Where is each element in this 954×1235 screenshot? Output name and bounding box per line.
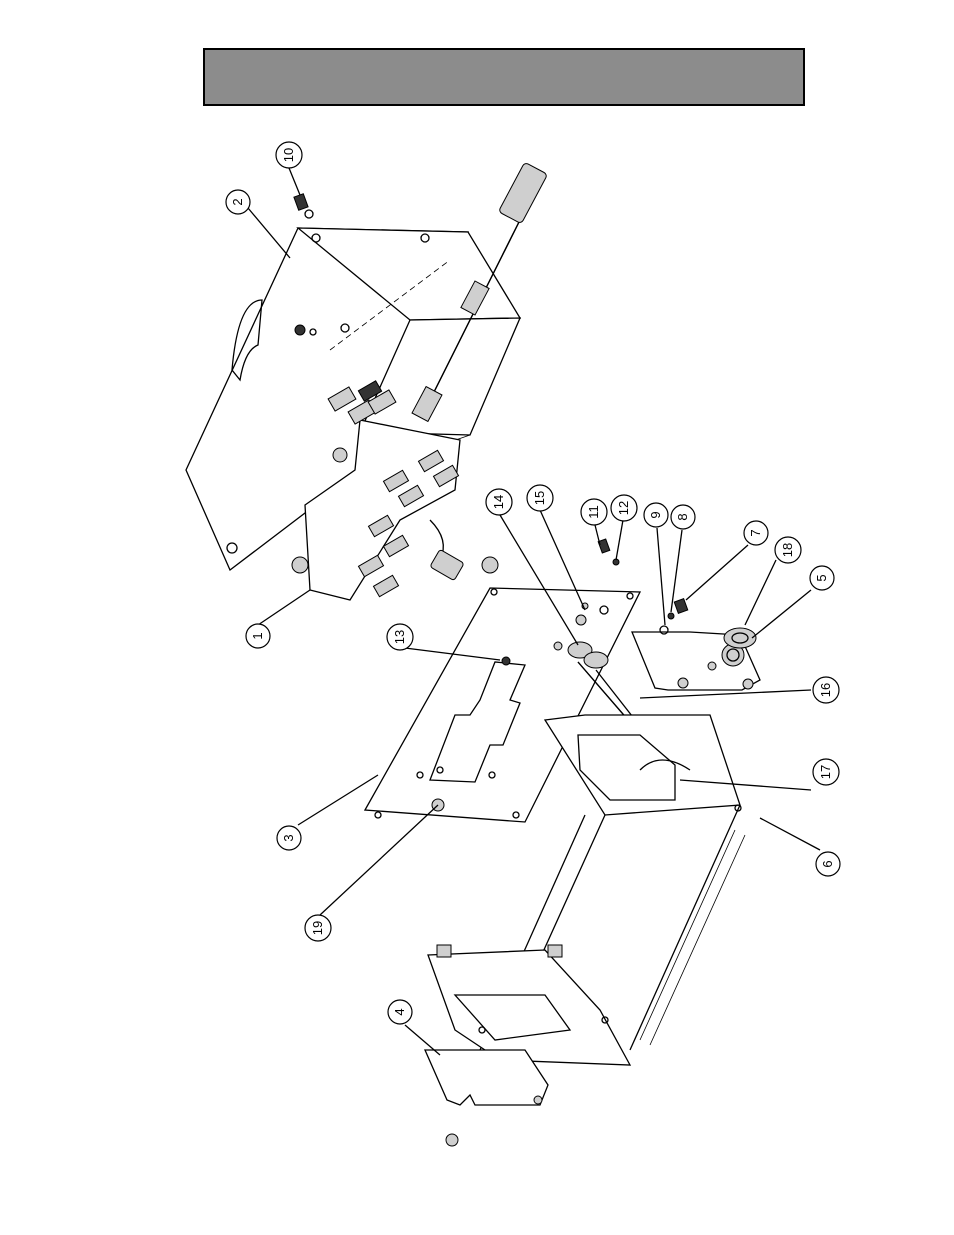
callout-9-label: 9	[648, 511, 663, 518]
callout-10-label: 10	[281, 148, 296, 162]
callout-1-label: 1	[250, 632, 265, 639]
callout-15: 15	[527, 485, 553, 511]
callout-11: 11	[581, 499, 607, 525]
callout-16-label: 16	[818, 683, 833, 697]
callout-19: 19	[305, 915, 331, 941]
callout-6: 6	[816, 852, 840, 876]
callout-18: 18	[775, 537, 801, 563]
callout-2: 2	[226, 190, 250, 214]
callout-14-label: 14	[491, 495, 506, 509]
callout-17-label: 17	[818, 765, 833, 779]
callout-7: 7	[744, 521, 768, 545]
callout-8-label: 8	[675, 513, 690, 520]
callout-6-label: 6	[820, 860, 835, 867]
callout-16: 16	[813, 677, 839, 703]
callout-3: 3	[277, 826, 301, 850]
callout-14: 14	[486, 489, 512, 515]
callout-17: 17	[813, 759, 839, 785]
callout-8: 8	[671, 505, 695, 529]
callout-13: 13	[387, 624, 413, 650]
callout-3-label: 3	[281, 834, 296, 841]
callout-15-label: 15	[532, 491, 547, 505]
callout-1: 1	[246, 624, 270, 648]
callout-12: 12	[611, 495, 637, 521]
callout-19-label: 19	[310, 921, 325, 935]
callout-5: 5	[810, 566, 834, 590]
side-cover-plate	[425, 1050, 548, 1146]
callout-5-label: 5	[814, 574, 829, 581]
callout-7-label: 7	[748, 529, 763, 536]
callout-4-label: 4	[392, 1008, 407, 1015]
callout-4: 4	[388, 1000, 412, 1024]
callout-12-label: 12	[616, 501, 631, 515]
callout-13-label: 13	[392, 630, 407, 644]
callout-11-label: 11	[586, 505, 601, 519]
callout-2-label: 2	[230, 198, 245, 205]
callout-18-label: 18	[780, 543, 795, 557]
callout-10: 10	[276, 142, 302, 168]
callout-9: 9	[644, 503, 668, 527]
